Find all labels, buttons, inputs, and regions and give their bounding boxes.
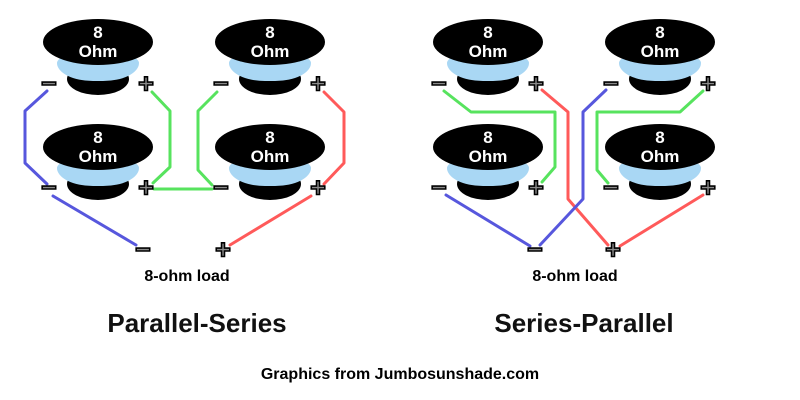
speaker-impedance-value: 8 bbox=[265, 128, 275, 147]
speaker-impedance-unit: Ohm bbox=[250, 42, 290, 61]
terminal-plus-ps-bottom-right: + bbox=[309, 172, 326, 203]
speaker-body: 8 Ohm bbox=[605, 19, 715, 65]
terminal-plus-ps-top-right: + bbox=[309, 68, 326, 99]
terminal-minus-ps-top-left: − bbox=[40, 68, 57, 99]
wire-sp-blue-topright-minus-to-load bbox=[538, 88, 608, 247]
speaker-impedance-value: 8 bbox=[265, 23, 275, 42]
speaker-body: 8 Ohm bbox=[215, 124, 325, 170]
speaker-ps-top-right: 8 Ohm bbox=[215, 19, 325, 99]
speaker-body: 8 Ohm bbox=[605, 124, 715, 170]
speaker-impedance-value: 8 bbox=[483, 23, 493, 42]
diagram-title-parallel-series: Parallel-Series bbox=[107, 308, 287, 338]
load-label-sp: 8-ohm load bbox=[532, 268, 618, 285]
terminal-plus-sp-top-left: + bbox=[527, 68, 544, 99]
terminal-minus-sp-bottom-left: − bbox=[430, 172, 447, 203]
load-terminal-plus-ps: + bbox=[214, 234, 231, 265]
load-terminal-plus-sp: + bbox=[604, 234, 621, 265]
terminal-minus-ps-bottom-right: − bbox=[212, 172, 229, 203]
terminal-minus-ps-bottom-left: − bbox=[40, 172, 57, 203]
speaker-impedance-unit: Ohm bbox=[640, 147, 680, 166]
load-terminal-minus-ps: − bbox=[134, 234, 151, 265]
speaker-impedance-value: 8 bbox=[655, 128, 665, 147]
speaker-impedance-value: 8 bbox=[655, 23, 665, 42]
speaker-impedance-unit: Ohm bbox=[78, 42, 118, 61]
diagram-title-series-parallel: Series-Parallel bbox=[494, 308, 674, 338]
terminal-plus-sp-bottom-left: + bbox=[527, 172, 544, 203]
speaker-body: 8 Ohm bbox=[433, 124, 543, 170]
speaker-body: 8 Ohm bbox=[433, 19, 543, 65]
speaker-impedance-value: 8 bbox=[93, 23, 103, 42]
speaker-sp-top-left: 8 Ohm bbox=[433, 19, 543, 99]
load-label-ps: 8-ohm load bbox=[144, 268, 230, 285]
speaker-body: 8 Ohm bbox=[43, 124, 153, 170]
speaker-impedance-unit: Ohm bbox=[640, 42, 680, 61]
speaker-impedance-value: 8 bbox=[93, 128, 103, 147]
load-terminal-minus-sp: − bbox=[526, 234, 543, 265]
speaker-ps-bottom-right: 8 Ohm bbox=[215, 124, 325, 204]
speaker-body: 8 Ohm bbox=[43, 19, 153, 65]
speaker-ps-bottom-left: 8 Ohm bbox=[43, 124, 153, 204]
speaker-sp-bottom-right: 8 Ohm bbox=[605, 124, 715, 204]
terminal-minus-ps-top-right: − bbox=[212, 68, 229, 99]
speaker-ps-top-left: 8 Ohm bbox=[43, 19, 153, 99]
terminal-plus-sp-bottom-right: + bbox=[699, 172, 716, 203]
terminal-plus-sp-top-right: + bbox=[699, 68, 716, 99]
credit-line: Graphics from Jumbosunshade.com bbox=[260, 366, 540, 383]
speaker-impedance-value: 8 bbox=[483, 128, 493, 147]
terminal-minus-sp-top-left: − bbox=[430, 68, 447, 99]
speaker-impedance-unit: Ohm bbox=[468, 42, 508, 61]
wire-ps-red-topright-plus-to-bottomright-plus bbox=[322, 90, 346, 186]
speaker-impedance-unit: Ohm bbox=[468, 147, 508, 166]
speaker-sp-top-right: 8 Ohm bbox=[605, 19, 715, 99]
terminal-plus-ps-bottom-left: + bbox=[137, 172, 154, 203]
wire-sp-red-topleft-plus-to-load bbox=[540, 88, 610, 247]
terminal-plus-ps-top-left: + bbox=[137, 68, 154, 99]
speaker-sp-bottom-left: 8 Ohm bbox=[433, 124, 543, 204]
terminal-minus-sp-top-right: − bbox=[602, 68, 619, 99]
speaker-impedance-unit: Ohm bbox=[250, 147, 290, 166]
speaker-body: 8 Ohm bbox=[215, 19, 325, 65]
wire-ps-green-topleft-plus-to-bottomleft-plus bbox=[150, 90, 172, 185]
speaker-impedance-unit: Ohm bbox=[78, 147, 118, 166]
terminal-minus-sp-bottom-right: − bbox=[602, 172, 619, 203]
